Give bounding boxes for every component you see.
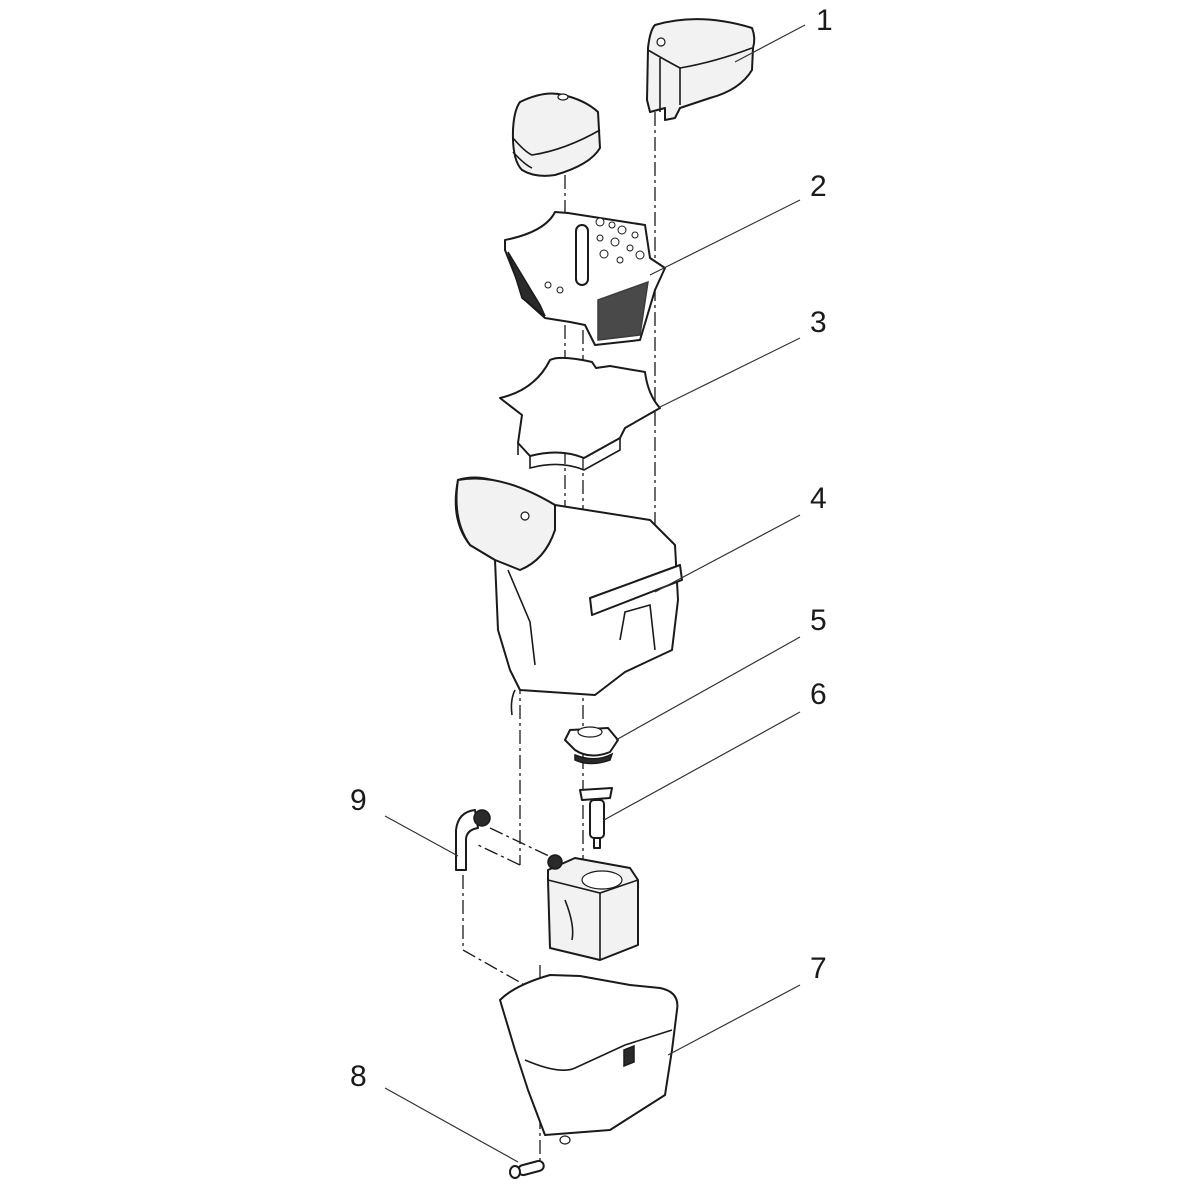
- part-8-suction-holder: [509, 1159, 545, 1179]
- callout-5: 5: [810, 604, 827, 637]
- callout-7: 7: [810, 952, 827, 985]
- part-4-housing: [454, 476, 683, 716]
- pump-motor-block: [547, 854, 639, 961]
- part-9-elbow-connector: [455, 809, 491, 871]
- part-5-impeller-cover: [564, 726, 619, 765]
- part-2-filter-basket: [504, 211, 666, 346]
- callout-2: 2: [810, 170, 827, 203]
- callout-3: 3: [810, 306, 827, 339]
- top-cover-cap: [511, 92, 601, 177]
- callout-4: 4: [810, 482, 827, 515]
- part-1-outlet-cap: [646, 18, 756, 121]
- leader-lines: [384, 24, 806, 1163]
- callout-9: 9: [350, 784, 367, 817]
- callout-8: 8: [350, 1060, 367, 1093]
- callout-6: 6: [810, 678, 827, 711]
- part-7-bottom-container: [499, 974, 679, 1145]
- callout-1: 1: [816, 4, 833, 37]
- part-6-impeller: [579, 787, 613, 849]
- part-3-filter-sponge: [499, 356, 661, 471]
